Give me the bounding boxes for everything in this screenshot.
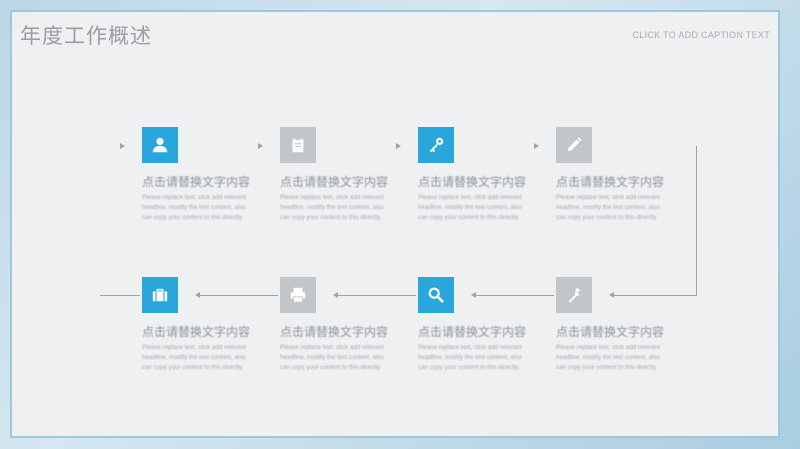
step-title[interactable]: 点击请替换文字内容	[556, 175, 665, 189]
arrow-right	[258, 143, 263, 149]
arrow-right	[534, 143, 539, 149]
step-card: 点击请替换文字内容 Please replace text, click add…	[280, 127, 400, 223]
step-description: Please replace text, click add relevant …	[280, 344, 384, 371]
step-icon-box[interactable]	[418, 127, 454, 163]
step-description: Please replace text, click add relevant …	[556, 194, 660, 221]
connector-line	[338, 295, 416, 296]
step-title[interactable]: 点击请替换文字内容	[418, 325, 527, 339]
printer-icon	[290, 287, 306, 303]
step-title[interactable]: 点击请替换文字内容	[556, 325, 665, 339]
user-icon	[152, 137, 168, 153]
step-title[interactable]: 点击请替换文字内容	[280, 175, 389, 189]
step-card: 点击请替换文字内容 Please replace text, click add…	[142, 127, 262, 223]
step-description: Please replace text, click add relevant …	[556, 344, 660, 371]
arrow-right	[396, 143, 401, 149]
step-description: Please replace text, click add relevant …	[142, 344, 246, 371]
step-title[interactable]: 点击请替换文字内容	[142, 175, 251, 189]
pencil-icon	[567, 137, 582, 152]
connector-line	[614, 295, 697, 296]
caption-text[interactable]: CLICK TO ADD CAPTION TEXT	[632, 30, 770, 40]
step-card: 点击请替换文字内容 Please replace text, click add…	[418, 277, 538, 373]
step-card: 点击请替换文字内容 Please replace text, click add…	[418, 127, 538, 223]
step-card: 点击请替换文字内容 Please replace text, click add…	[280, 277, 400, 373]
briefcase-icon	[152, 288, 168, 302]
search-icon	[428, 287, 444, 303]
step-title[interactable]: 点击请替换文字内容	[142, 325, 251, 339]
step-icon-box[interactable]	[280, 127, 316, 163]
connector-line	[696, 146, 697, 296]
step-icon-box[interactable]	[142, 277, 178, 313]
arrow-left	[333, 292, 338, 298]
arrow-left	[195, 292, 200, 298]
arrow-right	[120, 143, 125, 149]
step-card: 点击请替换文字内容 Please replace text, click add…	[142, 277, 262, 373]
connector-line	[476, 295, 554, 296]
step-icon-box[interactable]	[280, 277, 316, 313]
connector-line	[100, 295, 140, 296]
tools-icon	[568, 288, 581, 303]
step-icon-box[interactable]	[418, 277, 454, 313]
step-description: Please replace text, click add relevant …	[418, 344, 522, 371]
step-icon-box[interactable]	[556, 127, 592, 163]
arrow-left	[471, 292, 476, 298]
key-icon	[429, 137, 444, 153]
slide-frame	[10, 10, 780, 438]
step-title[interactable]: 点击请替换文字内容	[418, 175, 527, 189]
step-title[interactable]: 点击请替换文字内容	[280, 325, 389, 339]
step-card: 点击请替换文字内容 Please replace text, click add…	[556, 127, 676, 223]
step-card: 点击请替换文字内容 Please replace text, click add…	[556, 277, 676, 373]
connector-line	[200, 295, 278, 296]
page-title: 年度工作概述	[20, 24, 152, 48]
step-description: Please replace text, click add relevant …	[280, 194, 384, 221]
step-icon-box[interactable]	[142, 127, 178, 163]
arrow-left	[609, 292, 614, 298]
step-description: Please replace text, click add relevant …	[142, 194, 246, 221]
clipboard-icon	[292, 137, 304, 153]
step-icon-box[interactable]	[556, 277, 592, 313]
step-description: Please replace text, click add relevant …	[418, 194, 522, 221]
